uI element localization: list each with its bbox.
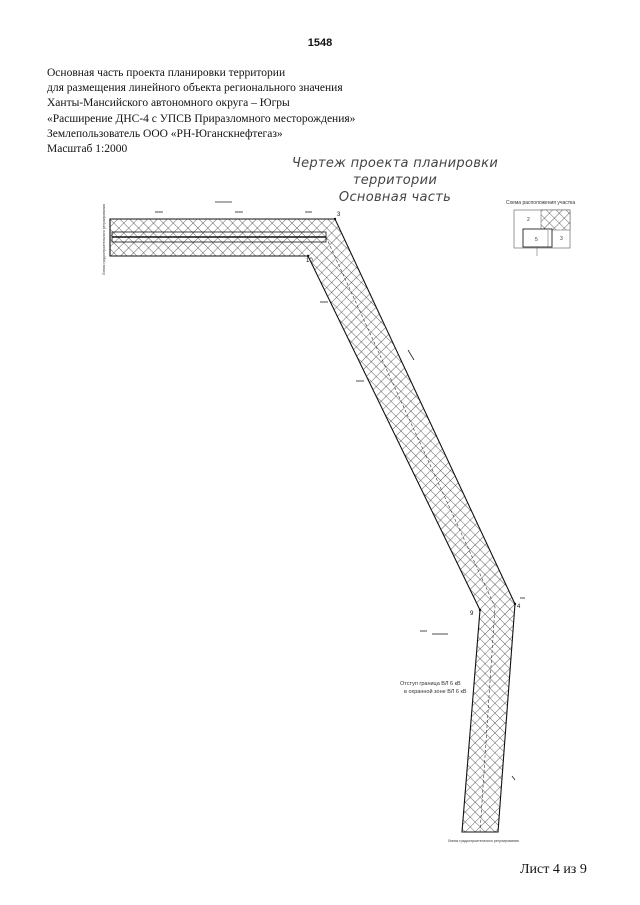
page-number: 1548 bbox=[307, 37, 333, 49]
point-9-marker bbox=[478, 608, 482, 612]
note-line-2: в охранной зоне ВЛ 6 кВ bbox=[404, 688, 467, 695]
inset-number-2: 2 bbox=[527, 217, 530, 223]
header-line-5: Землепользователь ООО «РН-Юганскнефтегаз… bbox=[47, 127, 283, 140]
corridor-centerline bbox=[325, 236, 496, 833]
document-header: Основная часть проекта планировки террит… bbox=[47, 66, 467, 157]
point-label-3: 3 bbox=[337, 212, 341, 218]
inset-title: Схема расположения участка bbox=[506, 200, 575, 206]
header-line-6: Масштаб 1:2000 bbox=[47, 143, 128, 156]
point-label-9: 9 bbox=[470, 611, 474, 617]
header-line-3: Ханты-Мансийского автономного округа – Ю… bbox=[47, 97, 290, 110]
drawing-title: Чертеж проекта планировки территории Осн… bbox=[265, 155, 525, 206]
point-label-4: 4 bbox=[517, 604, 521, 610]
drawing-title-line-2: Основная часть bbox=[338, 190, 452, 205]
point-4-marker bbox=[513, 602, 517, 606]
inset-number-3: 3 bbox=[560, 236, 563, 242]
corridor-band bbox=[109, 218, 516, 833]
point-10-marker bbox=[306, 254, 310, 258]
drawing-title-line-1: Чертеж проекта планировки территории bbox=[291, 156, 499, 188]
point-label-10: 10 bbox=[306, 258, 313, 264]
header-line-4: «Расширение ДНС-4 с УПСВ Приразломного м… bbox=[47, 112, 356, 125]
inset-number-5: 5 bbox=[535, 237, 538, 243]
sheet-number: Лист 4 из 9 bbox=[520, 862, 587, 877]
dimension-marks bbox=[155, 201, 525, 781]
header-line-2: для размещения линейного объекта региона… bbox=[47, 82, 343, 95]
note-line-1: Отступ граница ВЛ 6 кВ bbox=[400, 681, 461, 687]
vertical-note: Линия градостроительного регулирования bbox=[102, 204, 106, 275]
point-3-marker bbox=[333, 217, 337, 221]
header-line-1: Основная часть проекта планировки террит… bbox=[47, 67, 286, 79]
bottom-note: Линия градостроительного регулирования bbox=[448, 839, 519, 843]
inset-scheme: 2 3 5 bbox=[513, 209, 571, 256]
